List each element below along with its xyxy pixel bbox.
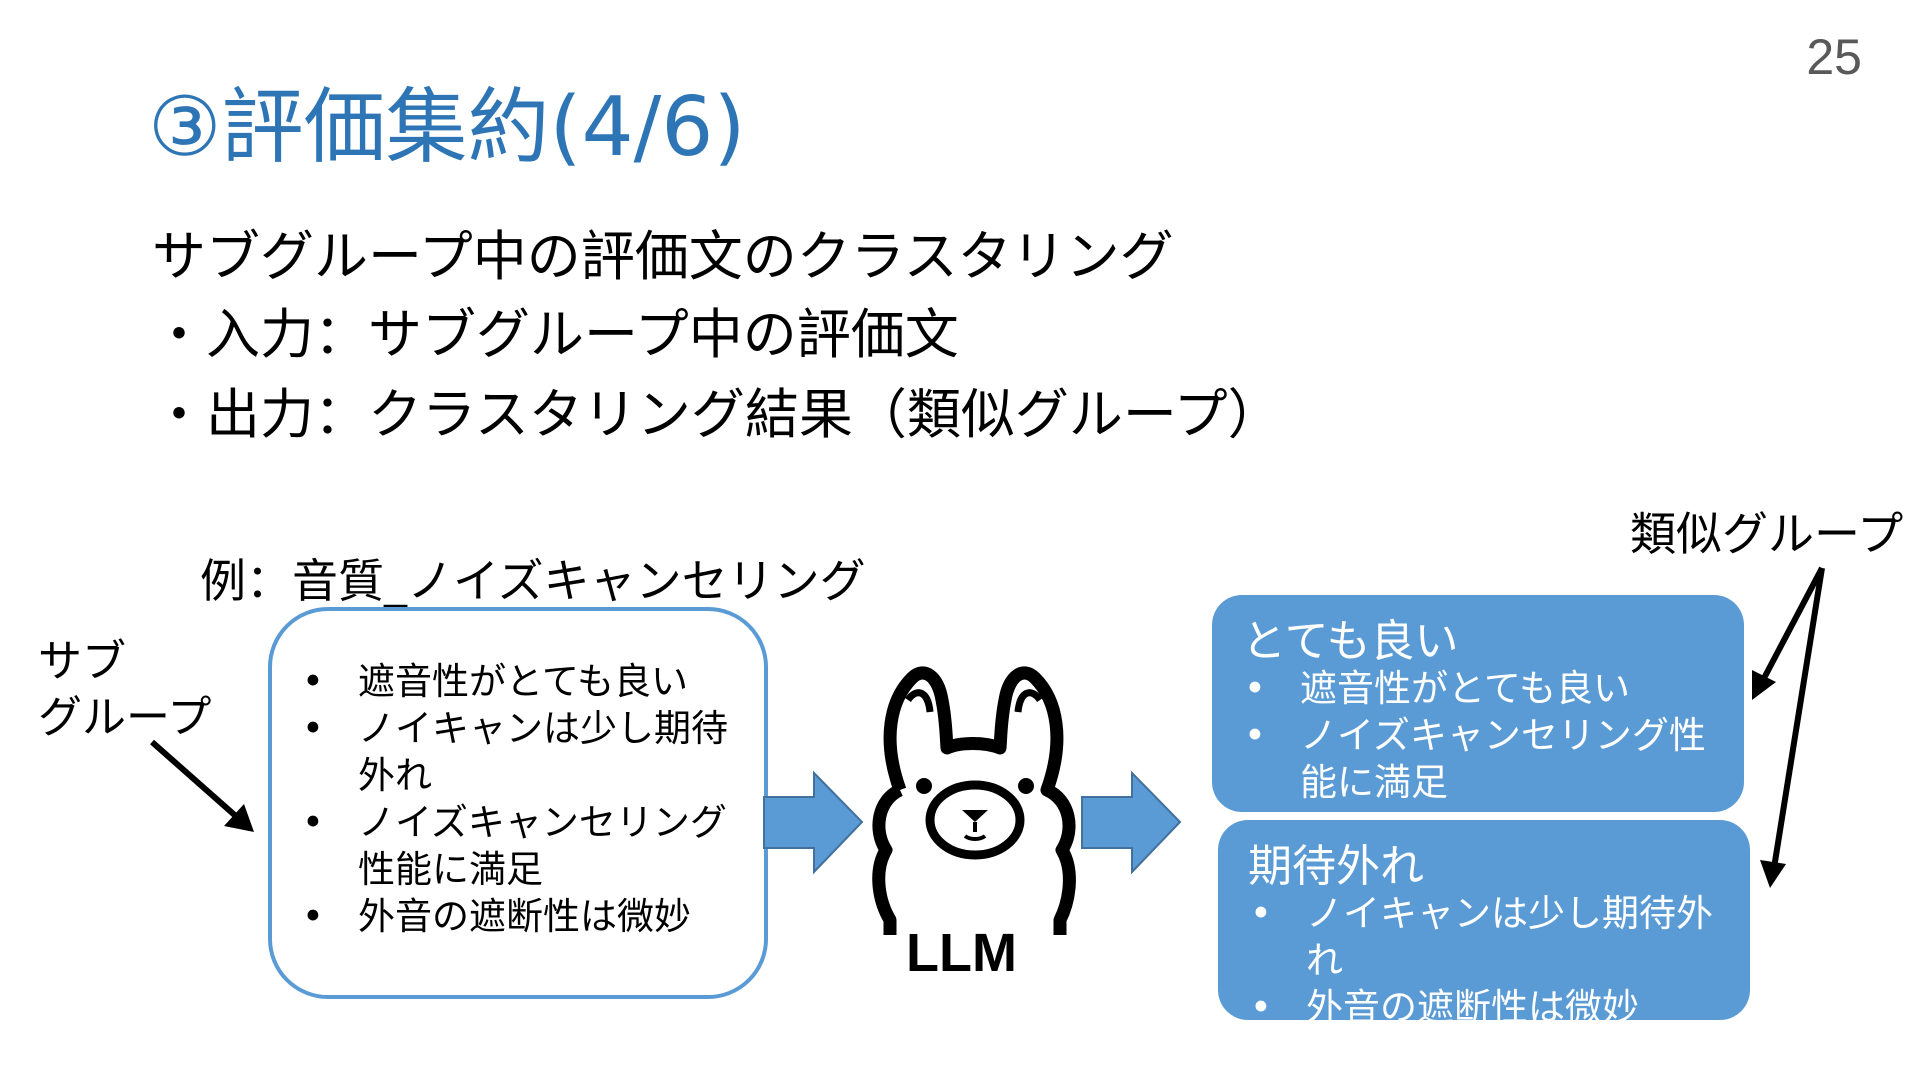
input-item: ノイキャンは少し期待外れ (300, 705, 740, 799)
subtitle-line-2: ・入力：サブグループ中の評価文 (152, 303, 959, 366)
group-box-very-good: とても良い 遮音性がとても良い ノイズキャンセリング性能に満足 (1212, 595, 1744, 812)
group-title: 期待外れ (1248, 841, 1424, 892)
arrow-to-llm (763, 770, 864, 875)
similar-group-arrows (1752, 566, 1825, 888)
page-number: 25 (1806, 29, 1862, 85)
group-box-disappointing: 期待外れ ノイキャンは少し期待外れ 外音の遮断性は微妙 (1218, 820, 1750, 1031)
group-title: とても良い (1242, 616, 1459, 667)
subgroup-label: サブ グループ (38, 634, 211, 746)
input-item: 外音の遮断性は微妙 (300, 893, 740, 940)
arrow-to-output (1081, 770, 1182, 875)
group-item: ノイキャンは少し期待外れ (1248, 890, 1728, 984)
group-item: ノイズキャンセリング性能に満足 (1242, 712, 1722, 806)
input-items-list: 遮音性がとても良い ノイキャンは少し期待外れ ノイズキャンセリング性能に満足 外… (300, 658, 740, 940)
group-items-list: 遮音性がとても良い ノイズキャンセリング性能に満足 (1242, 665, 1722, 806)
subtitle-line-3: ・出力：クラスタリング結果（類似グループ） (152, 383, 1282, 446)
input-item: ノイズキャンセリング性能に満足 (300, 799, 740, 893)
example-label: 例：音質_ノイズキャンセリング (200, 554, 866, 608)
slide-title: ③評価集約(4/6) (148, 80, 746, 175)
similar-group-label: 類似グループ (1630, 507, 1904, 561)
group-item: 遮音性がとても良い (1242, 665, 1722, 712)
llama-icon (872, 666, 1076, 935)
group-item: 外音の遮断性は微妙 (1248, 984, 1728, 1031)
llm-label: LLM (906, 923, 1017, 983)
group-items-list: ノイキャンは少し期待外れ 外音の遮断性は微妙 (1248, 890, 1728, 1031)
subgroup-label-line-1: サブ (38, 636, 126, 687)
input-item: 遮音性がとても良い (300, 658, 740, 705)
subgroup-arrow (150, 739, 254, 832)
subtitle-line-1: サブグループ中の評価文のクラスタリング (152, 225, 1174, 288)
subgroup-label-line-2: グループ (38, 692, 212, 743)
